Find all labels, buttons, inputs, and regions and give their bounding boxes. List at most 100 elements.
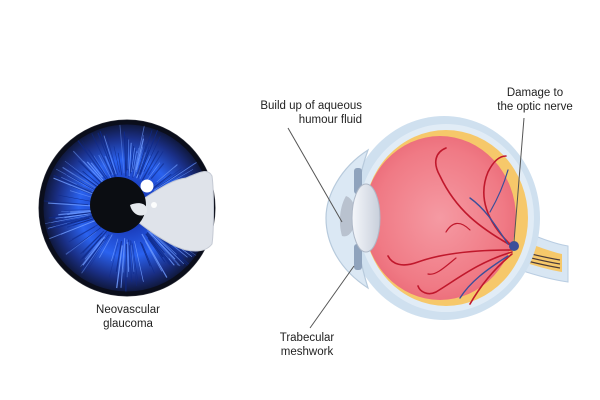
iris-fiber xyxy=(62,166,96,189)
iris-fiber xyxy=(147,151,164,175)
iris-fiber xyxy=(86,161,104,181)
iris-fiber xyxy=(143,136,161,173)
iris-fiber xyxy=(152,173,172,189)
iris-fiber xyxy=(131,243,139,281)
iris-fiber xyxy=(99,131,115,173)
iris-fiber xyxy=(98,154,112,180)
iris-fiber xyxy=(158,176,175,188)
iris-fiber xyxy=(76,139,109,183)
iris-fiber xyxy=(137,130,153,175)
iris-fiber xyxy=(90,162,104,178)
iris-fiber xyxy=(125,243,128,293)
iris-fiber xyxy=(147,237,165,263)
iris-fiber xyxy=(141,243,155,274)
iris-fiber xyxy=(146,233,172,264)
iris-fiber xyxy=(86,234,111,273)
iris-fiber xyxy=(66,217,95,228)
iris-fiber xyxy=(65,230,97,255)
iris-fiber xyxy=(100,153,110,173)
optic-disc xyxy=(509,241,519,251)
iris-fiber xyxy=(48,202,93,207)
iris-fiber xyxy=(131,147,135,172)
iris-fiber xyxy=(128,245,133,282)
iris-fiber xyxy=(50,214,96,226)
neovascular-iris-icon xyxy=(38,119,216,297)
iris-fiber xyxy=(136,146,144,173)
iris-fiber xyxy=(134,134,144,177)
iris-fiber xyxy=(48,218,99,240)
iris-band-bottom xyxy=(354,244,362,270)
iris-fiber xyxy=(119,124,125,174)
iris-fiber xyxy=(79,236,102,261)
iris-fiber xyxy=(80,230,105,255)
iris-fiber xyxy=(140,241,151,267)
iris-fiber xyxy=(128,141,131,178)
iris-fiber xyxy=(139,155,151,180)
iris-fiber xyxy=(52,213,93,223)
pointer-build-up xyxy=(287,127,343,223)
iris-fiber xyxy=(59,214,97,225)
lens xyxy=(351,183,381,253)
iris-fiber xyxy=(141,150,160,181)
iris-fiber xyxy=(133,151,137,170)
iris-fiber xyxy=(53,177,97,197)
iris-fiber xyxy=(145,233,164,258)
iris-fiber xyxy=(58,210,97,216)
iris-fiber xyxy=(61,209,94,213)
retinal-vessels xyxy=(387,147,513,305)
pointer-damage xyxy=(513,117,525,243)
iris-fiber xyxy=(81,239,105,271)
iris-fiber xyxy=(128,239,131,268)
iris-fiber xyxy=(58,195,95,203)
iris-fiber xyxy=(144,241,163,272)
label-neovascular-glaucoma: Neovascular glaucoma xyxy=(96,304,160,330)
iris-fiber xyxy=(133,147,139,172)
vitreous-body xyxy=(364,136,516,300)
eye-cross-section-icon xyxy=(325,116,569,320)
pointer-trabecular xyxy=(309,265,355,329)
iris-fiber xyxy=(80,234,107,267)
iris-fiber xyxy=(135,138,145,171)
iris-fiber xyxy=(72,150,106,185)
iris-fiber xyxy=(146,231,165,254)
iris-fiber xyxy=(44,213,95,224)
iris-fiber xyxy=(64,160,101,188)
iris-fiber xyxy=(103,157,112,175)
iris-fiber xyxy=(152,236,178,265)
iris-fiber xyxy=(61,176,99,195)
iris-fiber xyxy=(71,223,101,240)
iris-fiber xyxy=(117,152,123,176)
iris-fiber xyxy=(130,240,137,287)
iris-fiber xyxy=(108,243,119,278)
iris-fiber xyxy=(97,132,117,180)
iris-fiber xyxy=(133,125,145,177)
iris-fiber xyxy=(123,131,127,177)
iris-fiber xyxy=(82,236,106,266)
pupil-notch xyxy=(130,203,148,216)
iris-fiber xyxy=(77,160,104,186)
pointer-lines xyxy=(287,117,525,329)
iris-fiber xyxy=(81,240,105,274)
iris-fiber xyxy=(57,218,90,228)
iris-fiber xyxy=(152,167,175,187)
iris-fiber xyxy=(130,146,135,174)
label-trabecular-meshwork: Trabecular meshwork xyxy=(279,332,335,358)
iris-fiber xyxy=(53,175,99,196)
iris-fiber xyxy=(120,238,126,288)
iris-fiber xyxy=(82,232,103,253)
iris-fiber xyxy=(104,155,114,176)
iris-fiber xyxy=(105,133,118,175)
iris-fiber xyxy=(127,242,130,272)
iris-fiber xyxy=(152,234,184,267)
iris-fiber xyxy=(150,163,165,180)
iris-fiber xyxy=(54,217,90,227)
iris-fiber xyxy=(150,231,185,265)
iris-fiber xyxy=(129,240,134,274)
iris-highlight xyxy=(140,179,154,193)
iris-fiber xyxy=(125,136,127,172)
iris-fiber xyxy=(148,231,181,267)
iris-fiber xyxy=(88,149,111,183)
iris-fiber xyxy=(43,200,89,206)
iris-fiber xyxy=(132,152,138,179)
